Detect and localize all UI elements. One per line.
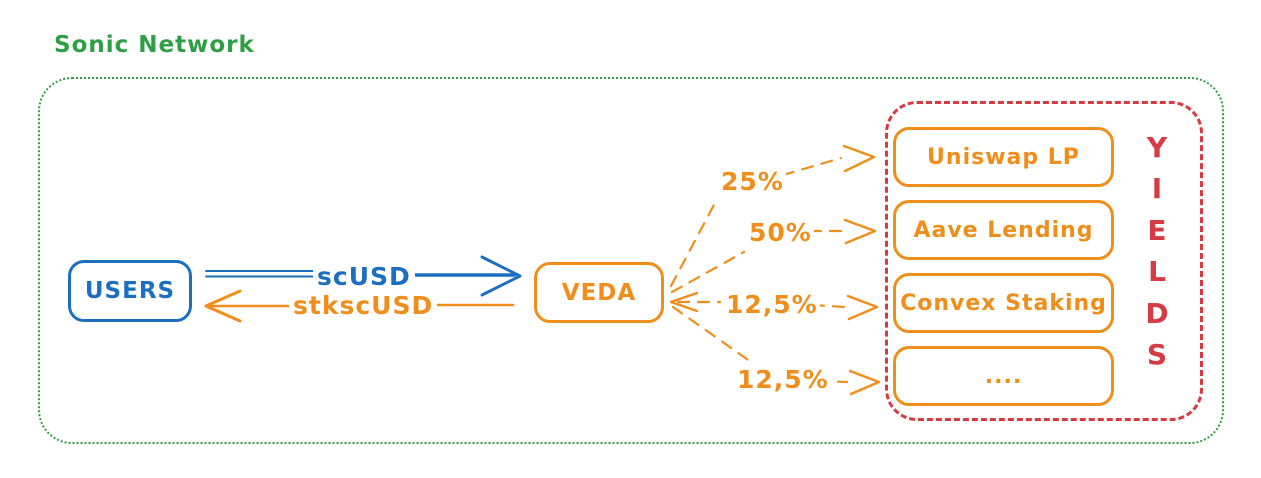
veda-node-label: VEDA bbox=[561, 279, 637, 306]
yield-node-other-label: .... bbox=[984, 363, 1023, 389]
veda-node: VEDA bbox=[534, 262, 664, 323]
yield-node-other: .... bbox=[893, 346, 1114, 406]
allocation-percent-uniswap: 25% bbox=[719, 167, 786, 196]
users-node-label: USERS bbox=[84, 278, 176, 304]
allocation-percent-aave: 50% bbox=[747, 218, 814, 247]
yields-letter: Y bbox=[1146, 131, 1168, 164]
yield-node-convex-staking: Convex Staking bbox=[893, 273, 1114, 333]
yield-node-uniswap-lp-label: Uniswap LP bbox=[927, 144, 1080, 170]
allocation-percent-other: 12,5% bbox=[735, 365, 831, 394]
yields-letter: D bbox=[1145, 296, 1169, 330]
yields-container bbox=[885, 101, 1203, 421]
yield-node-aave-lending-label: Aave Lending bbox=[913, 217, 1094, 243]
network-title: Sonic Network bbox=[54, 32, 255, 58]
yields-letter: I bbox=[1151, 172, 1163, 206]
scusd-flow-label: scUSD bbox=[313, 264, 415, 289]
yields-letter: E bbox=[1147, 213, 1167, 247]
yields-letter: S bbox=[1146, 337, 1168, 371]
yields-letter: L bbox=[1148, 255, 1166, 289]
yield-node-aave-lending: Aave Lending bbox=[893, 200, 1114, 260]
sonic-network-boundary bbox=[38, 77, 1224, 444]
stkscusd-flow-label: stkscUSD bbox=[289, 293, 438, 318]
yield-node-convex-staking-label: Convex Staking bbox=[900, 290, 1107, 316]
yields-label: Y I E L D S bbox=[1136, 131, 1178, 371]
yield-node-uniswap-lp: Uniswap LP bbox=[893, 127, 1114, 187]
users-node: USERS bbox=[68, 260, 192, 322]
allocation-percent-convex: 12,5% bbox=[724, 290, 820, 319]
